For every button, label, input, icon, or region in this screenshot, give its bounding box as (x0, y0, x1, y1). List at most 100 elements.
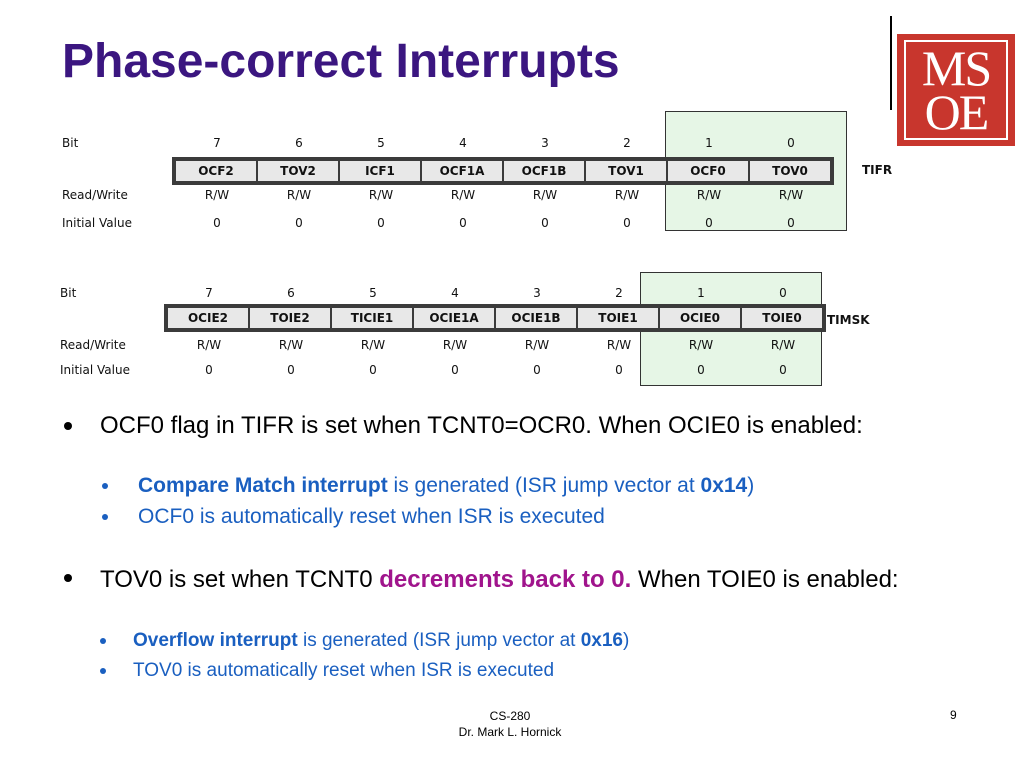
slide-footer: CS-280 Dr. Mark L. Hornick (400, 708, 620, 740)
timsk-init-value-0: 0 (205, 363, 213, 377)
timsk-field-ocie2: OCIE2 (168, 308, 248, 328)
tifr-init-value-0: 0 (213, 216, 221, 230)
bullet-ocf0-text: OCF0 flag in TIFR is set when TCNT0=OCR0… (100, 412, 863, 439)
ocf0-reset-text: OCF0 is automatically reset when ISR is … (138, 505, 605, 528)
tifr-init-value-6: 0 (705, 216, 713, 230)
tifr-rw-value-0: R/W (204, 188, 230, 202)
page-number: 9 (950, 708, 957, 722)
bullet-tov0-text: TOV0 is set when TCNT0 decrements back t… (100, 564, 960, 595)
tifr-field-tov1: TOV1 (586, 161, 666, 181)
timsk-bit-number-7: 0 (779, 286, 787, 300)
tifr-field-ocf1b: OCF1B (504, 161, 584, 181)
timsk-init-value-2: 0 (369, 363, 377, 377)
timsk-rw-value-2: R/W (360, 338, 386, 352)
timsk-init-value-6: 0 (697, 363, 705, 377)
tifr-init-value-5: 0 (623, 216, 631, 230)
timsk-init-value-1: 0 (287, 363, 295, 377)
overflow-middle: is generated (ISR jump vector at (297, 630, 581, 651)
logo-line-2: OE (924, 84, 990, 140)
tifr-rw-label: Read/Write (62, 188, 128, 202)
bullet-dot-icon (64, 574, 72, 582)
sub-bullet-overflow: Overflow interrupt is generated (ISR jum… (100, 630, 629, 652)
tifr-bit-number-3: 4 (459, 136, 467, 150)
tifr-bit-number-5: 2 (623, 136, 631, 150)
tifr-field-ocf1a: OCF1A (422, 161, 502, 181)
timsk-init-value-3: 0 (451, 363, 459, 377)
tifr-bit-number-1: 6 (295, 136, 303, 150)
msoe-logo: MS OE (897, 34, 1015, 146)
tifr-init-value-7: 0 (787, 216, 795, 230)
timsk-rw-value-5: R/W (606, 338, 632, 352)
tifr-bit-number-7: 0 (787, 136, 795, 150)
tifr-name: TIFR (862, 163, 893, 177)
tifr-bit-label: Bit (62, 136, 79, 150)
timsk-bit-number-2: 5 (369, 286, 377, 300)
tifr-init-value-2: 0 (377, 216, 385, 230)
sub-bullet-dot-icon (102, 483, 108, 489)
timsk-rw-value-1: R/W (278, 338, 304, 352)
tifr-rw-value-6: R/W (696, 188, 722, 202)
timsk-bit-number-3: 4 (451, 286, 459, 300)
timsk-rw-value-4: R/W (524, 338, 550, 352)
tov0-emphasis: decrements back to 0. (379, 566, 632, 593)
timsk-field-toie1: TOIE1 (578, 308, 658, 328)
slide-title: Phase-correct Interrupts (62, 35, 620, 88)
timsk-init-value-4: 0 (533, 363, 541, 377)
timsk-rw-value-3: R/W (442, 338, 468, 352)
timsk-field-ocie0: OCIE0 (660, 308, 740, 328)
timsk-rw-value-7: R/W (770, 338, 796, 352)
tifr-field-ocf0: OCF0 (668, 161, 748, 181)
footer-course: CS-280 (489, 709, 531, 723)
timsk-init-value-7: 0 (779, 363, 787, 377)
tifr-rw-value-1: R/W (286, 188, 312, 202)
tifr-init-value-4: 0 (541, 216, 549, 230)
tifr-bit-number-4: 3 (541, 136, 549, 150)
sub-bullet-compare-match: Compare Match interrupt is generated (IS… (102, 474, 754, 498)
overflow-term: Overflow interrupt (133, 630, 298, 651)
tifr-init-value-3: 0 (459, 216, 467, 230)
logo-line-1: MS (921, 40, 992, 96)
compare-match-end: ) (747, 474, 755, 497)
timsk-bit-label: Bit (60, 286, 77, 300)
timsk-rw-value-0: R/W (196, 338, 222, 352)
tifr-init-value-1: 0 (295, 216, 303, 230)
compare-match-middle: is generated (ISR jump vector at (387, 474, 701, 497)
timsk-field-toie2: TOIE2 (250, 308, 330, 328)
tifr-rw-value-2: R/W (368, 188, 394, 202)
timsk-bit-number-6: 1 (697, 286, 705, 300)
tifr-init-label: Initial Value (62, 216, 132, 230)
tifr-rw-value-3: R/W (450, 188, 476, 202)
tifr-field-tov2: TOV2 (258, 161, 338, 181)
footer-author: Dr. Mark L. Hornick (458, 725, 562, 739)
tifr-rw-value-5: R/W (614, 188, 640, 202)
compare-match-vector: 0x14 (700, 474, 748, 497)
divider-line (890, 16, 892, 110)
sub-bullet-tov0-reset: TOV0 is automatically reset when ISR is … (100, 660, 554, 682)
timsk-field-ticie1: TICIE1 (332, 308, 412, 328)
tifr-bit-number-2: 5 (377, 136, 385, 150)
sub-bullet-dot-icon (100, 668, 106, 674)
timsk-rw-label: Read/Write (60, 338, 126, 352)
timsk-rw-value-6: R/W (688, 338, 714, 352)
bullet-dot-icon (64, 422, 72, 430)
tifr-bit-number-6: 1 (705, 136, 713, 150)
tifr-register: Bit Read/Write Initial Value 7 6 5 4 3 2 1 0 OC… (62, 132, 902, 232)
tov0-post: When TOIE0 is enabled: (631, 566, 899, 593)
timsk-name: TIMSK (827, 313, 870, 327)
timsk-field-ocie1a: OCIE1A (414, 308, 494, 328)
timsk-bit-number-5: 2 (615, 286, 623, 300)
timsk-init-label: Initial Value (60, 363, 130, 377)
sub-bullet-dot-icon (100, 638, 106, 644)
timsk-init-value-5: 0 (615, 363, 623, 377)
timsk-field-toie0: TOIE0 (742, 308, 822, 328)
compare-match-term: Compare Match interrupt (138, 474, 388, 497)
timsk-bit-number-1: 6 (287, 286, 295, 300)
tifr-bit-number-0: 7 (213, 136, 221, 150)
timsk-field-ocie1b: OCIE1B (496, 308, 576, 328)
tifr-rw-value-4: R/W (532, 188, 558, 202)
tov0-pre: TOV0 is set when TCNT0 (100, 566, 380, 593)
timsk-bit-number-4: 3 (533, 286, 541, 300)
